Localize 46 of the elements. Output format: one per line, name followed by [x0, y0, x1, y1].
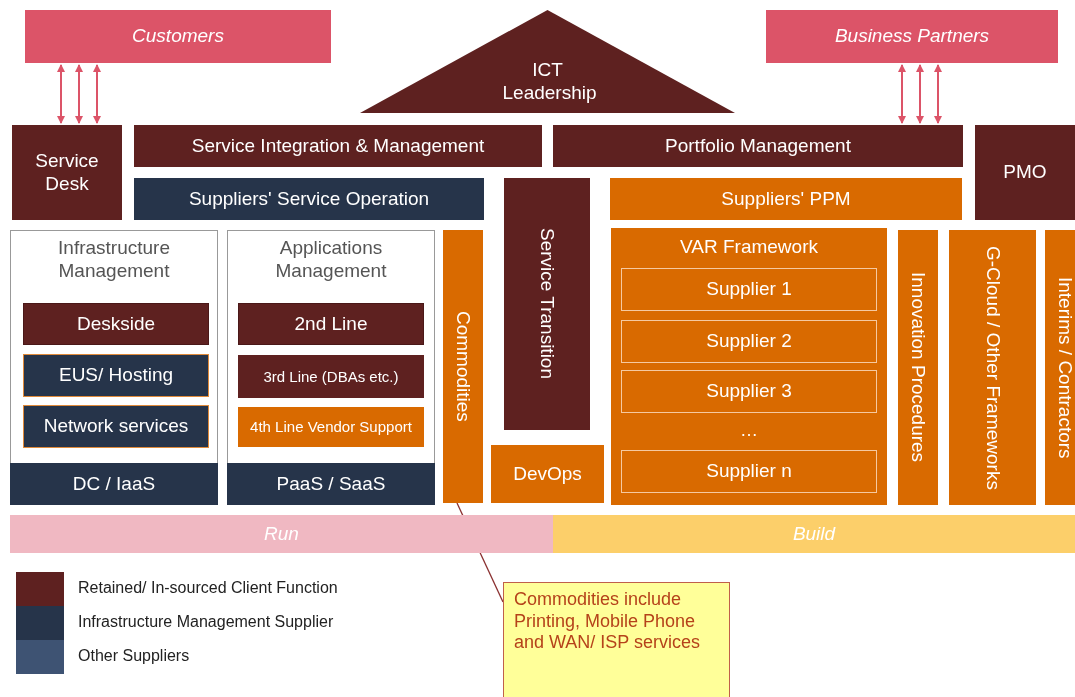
- double-arrow: [75, 64, 83, 124]
- supplier-box: Supplier 2: [621, 320, 877, 363]
- function-bar: Suppliers' PPM: [610, 178, 962, 220]
- panel: [611, 228, 887, 505]
- function-box: 4th Line Vendor Support: [238, 407, 424, 447]
- double-arrow: [93, 64, 101, 124]
- legend-label: Retained/ In-sourced Client Function: [78, 579, 338, 597]
- function-column: Service Transition: [504, 178, 590, 430]
- double-arrow: [916, 64, 924, 124]
- phase-band: Run: [10, 515, 553, 553]
- function-column: Innovation Procedures: [898, 230, 938, 505]
- panel-heading: VAR Framework: [679, 236, 819, 259]
- function-box: PMO: [975, 125, 1075, 220]
- function-box: Service Desk: [12, 125, 122, 220]
- function-box: 2nd Line: [238, 303, 424, 345]
- function-box: Network services: [23, 405, 209, 448]
- legend-label: Infrastructure Management Supplier: [78, 613, 334, 631]
- legend-label: Other Suppliers: [78, 647, 190, 665]
- double-arrow: [57, 64, 65, 124]
- function-bar: Portfolio Management: [553, 125, 963, 167]
- function-column: Interims / Contractors: [1045, 230, 1075, 505]
- function-box: Deskside: [23, 303, 209, 345]
- group-banner: Customers: [25, 10, 331, 63]
- function-column: G-Cloud / Other Frameworks: [949, 230, 1036, 505]
- panel-heading: Applications Management: [274, 237, 388, 283]
- panel-heading: Infrastructure Management: [57, 237, 171, 283]
- supplier-box: Supplier n: [621, 450, 877, 493]
- function-column: Commodities: [443, 230, 483, 503]
- phase-band: Build: [553, 515, 1075, 553]
- group-banner: Business Partners: [766, 10, 1058, 63]
- supplier-box: Supplier 1: [621, 268, 877, 311]
- panel: [227, 230, 435, 505]
- function-box: DevOps: [491, 445, 604, 503]
- callout-note: Commodities include Printing, Mobile Phone and WAN/ ISP services: [503, 582, 730, 697]
- roof-triangle: [360, 10, 735, 113]
- function-box: 3rd Line (DBAs etc.): [238, 355, 424, 398]
- double-arrow: [934, 64, 942, 124]
- function-box: EUS/ Hosting: [23, 354, 209, 397]
- function-bar: Service Integration & Management: [134, 125, 542, 167]
- function-bar: Suppliers' Service Operation: [134, 178, 484, 220]
- ellipsis-text: …: [739, 420, 759, 442]
- supplier-box: Supplier 3: [621, 370, 877, 413]
- double-arrow: [898, 64, 906, 124]
- function-bar: PaaS / SaaS: [227, 463, 435, 505]
- panel: [10, 230, 218, 505]
- function-bar: DC / IaaS: [10, 463, 218, 505]
